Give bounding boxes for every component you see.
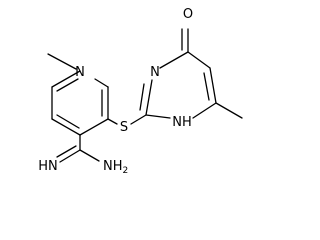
bond (56, 145, 77, 158)
bond (209, 67, 217, 104)
sulfur-label: S (120, 120, 128, 135)
bond (56, 114, 80, 129)
thioether-linker (107, 86, 147, 125)
bond (203, 72, 210, 101)
bond (139, 83, 145, 111)
bond (145, 79, 153, 116)
bond (192, 102, 217, 119)
bond (94, 78, 109, 88)
bond (56, 78, 79, 92)
pyrimidine-nh-label: NH (172, 115, 192, 130)
bond (130, 114, 147, 125)
pyridine-ring (47, 53, 109, 136)
amine-nh-text: NH (103, 159, 123, 174)
carbonyl-oxygen-label: O (183, 7, 193, 22)
bond (79, 118, 109, 136)
amine-subscript: 2 (123, 166, 129, 176)
substituents (181, 28, 243, 119)
molecule-structure: N S N NH O HN NH2 (38, 7, 243, 176)
bond (51, 118, 81, 136)
bond (59, 149, 81, 163)
amine-nh2-label: NH2 (103, 159, 128, 176)
bond (159, 51, 189, 69)
bond (187, 51, 211, 69)
bond (47, 53, 77, 70)
pyrimidine-nitrogen-label: N (150, 65, 160, 80)
bond (215, 102, 243, 119)
bond (51, 70, 81, 88)
amidine-group (56, 134, 100, 163)
pyridine-nitrogen-label: N (75, 65, 85, 80)
bond (145, 114, 171, 119)
bond (107, 118, 118, 125)
bond (79, 149, 100, 162)
pyrimidinone-ring (139, 51, 217, 119)
imine-nh-label: HN (38, 159, 58, 174)
